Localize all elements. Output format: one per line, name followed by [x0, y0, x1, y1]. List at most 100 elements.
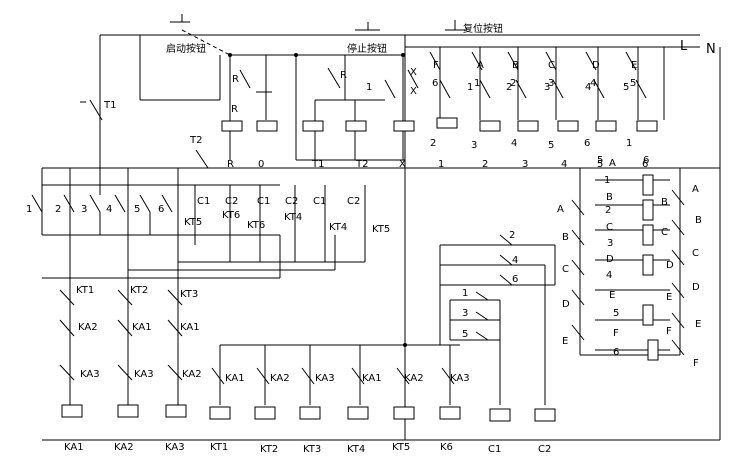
kt-interlock-label: KA2 [270, 373, 290, 384]
coil-0 [256, 120, 278, 132]
coil-label: K6 [440, 442, 453, 453]
mid-contact-label: 5 [134, 204, 140, 215]
ka-interlock-label: KA3 [134, 369, 154, 380]
contact-label: R [232, 74, 239, 85]
coil-kt4 [347, 406, 369, 420]
coil-label: 5 [597, 155, 603, 166]
right-coil-label: C [692, 248, 699, 259]
contact-label: R [231, 104, 238, 115]
reset-button-symbol [445, 20, 465, 31]
step-label: 1 [366, 82, 372, 93]
step-label: 2 [506, 82, 512, 93]
coil-2 [479, 120, 501, 132]
right-letter-label: C [562, 264, 569, 275]
contact-label: X [410, 67, 417, 78]
mid-contact-label: 2 [55, 204, 61, 215]
mid-contact-label: 1 [26, 204, 32, 215]
mid-contact-label: 6 [158, 204, 164, 215]
right-letter-label: D [562, 299, 570, 310]
coil-6 [636, 120, 658, 132]
right-letter-label: F [666, 326, 672, 337]
mid-right-label: C1 [197, 196, 210, 207]
center-contact-label: 1 [462, 288, 468, 299]
kt-interlock-label: KA1 [362, 373, 382, 384]
coil-label: KT2 [260, 444, 278, 455]
mid-contact-label: 3 [81, 204, 87, 215]
step-label: 5 [630, 78, 636, 89]
kt-contact-label: KT4 [284, 212, 302, 223]
coil-label: KT5 [392, 442, 410, 453]
right-contact-label: 4 [606, 270, 612, 281]
kt-contact-label: KT4 [329, 222, 347, 233]
step-label: 4 [585, 82, 591, 93]
power-rails [41, 34, 721, 441]
kt-interlock-label: KA2 [404, 373, 424, 384]
coil-label: KT3 [303, 444, 321, 455]
junction [403, 343, 407, 347]
step-label: 2 [510, 78, 516, 89]
coil-c [642, 224, 654, 246]
step-label: 1 [626, 138, 632, 149]
ka-interlock-label: KA2 [182, 369, 202, 380]
coil-label: KA2 [114, 442, 134, 453]
mid-right-label: C2 [285, 196, 298, 207]
stop-button-symbol [355, 22, 380, 31]
right-step-label: 5 [597, 159, 603, 170]
center-contact-label: 6 [512, 274, 518, 285]
mid-right-label: C2 [347, 196, 360, 207]
coil-4 [557, 120, 579, 132]
step-label: 1 [467, 82, 473, 93]
coil-kt5 [393, 406, 415, 420]
coil-3 [517, 120, 539, 132]
right-step-label: 6 [642, 159, 648, 170]
right-coil-label: F [693, 358, 699, 369]
right-contact-label: 1 [604, 175, 610, 186]
top-control-wiring [139, 35, 405, 161]
timer-contact-t1 [80, 99, 103, 121]
right-letter-label: E [609, 290, 615, 301]
stop-button-label: 停止按钮 [347, 42, 387, 55]
right-letter-label: C [661, 227, 668, 238]
ka-timer-label: KT2 [130, 285, 148, 296]
right-contact-label: 3 [607, 238, 613, 249]
coil-label: 1 [438, 159, 444, 170]
coil-5 [595, 120, 617, 132]
start-button-symbol [170, 14, 231, 56]
right-letter-label: C [606, 222, 613, 233]
top-coil-feeds [439, 47, 665, 120]
coil-c1 [489, 408, 511, 422]
right-letter-label: D [666, 260, 674, 271]
coil-label: C1 [488, 444, 501, 455]
coil-t2 [345, 120, 367, 132]
coil-ka3 [165, 404, 187, 418]
coil-label: 2 [482, 159, 488, 170]
mid-right-label: C2 [225, 196, 238, 207]
right-coils [642, 174, 659, 361]
timer-label: T2 [189, 135, 202, 146]
bottom-coil-row [61, 404, 556, 422]
right-letter-label: B [661, 197, 668, 208]
junction [401, 53, 405, 57]
coil-label: 0 [258, 159, 264, 170]
right-letter-label: E [562, 336, 568, 347]
ka-interlock-label: KA1 [180, 322, 200, 333]
step-label: 4 [511, 138, 517, 149]
right-letter-label: D [606, 254, 614, 265]
reset-button-label: 复位按钮 [463, 22, 503, 35]
ka-interlock-label: KA3 [80, 369, 100, 380]
coil-b [642, 199, 654, 221]
step-label: 6 [432, 78, 438, 89]
coil-f [647, 339, 659, 361]
coil-a [642, 174, 654, 196]
step-label: 4 [590, 78, 596, 89]
right-section [571, 168, 685, 356]
coil-label: KT4 [347, 444, 365, 455]
timer-contact-t2 [195, 149, 209, 169]
coil-label: R [227, 159, 234, 170]
coil-label: KA1 [64, 442, 84, 453]
contact-label: R [340, 70, 347, 81]
right-letter-label: F [613, 328, 619, 339]
coil-label: KA3 [165, 442, 185, 453]
middle-step-contacts [31, 168, 280, 278]
right-contact-label: 6 [613, 347, 619, 358]
